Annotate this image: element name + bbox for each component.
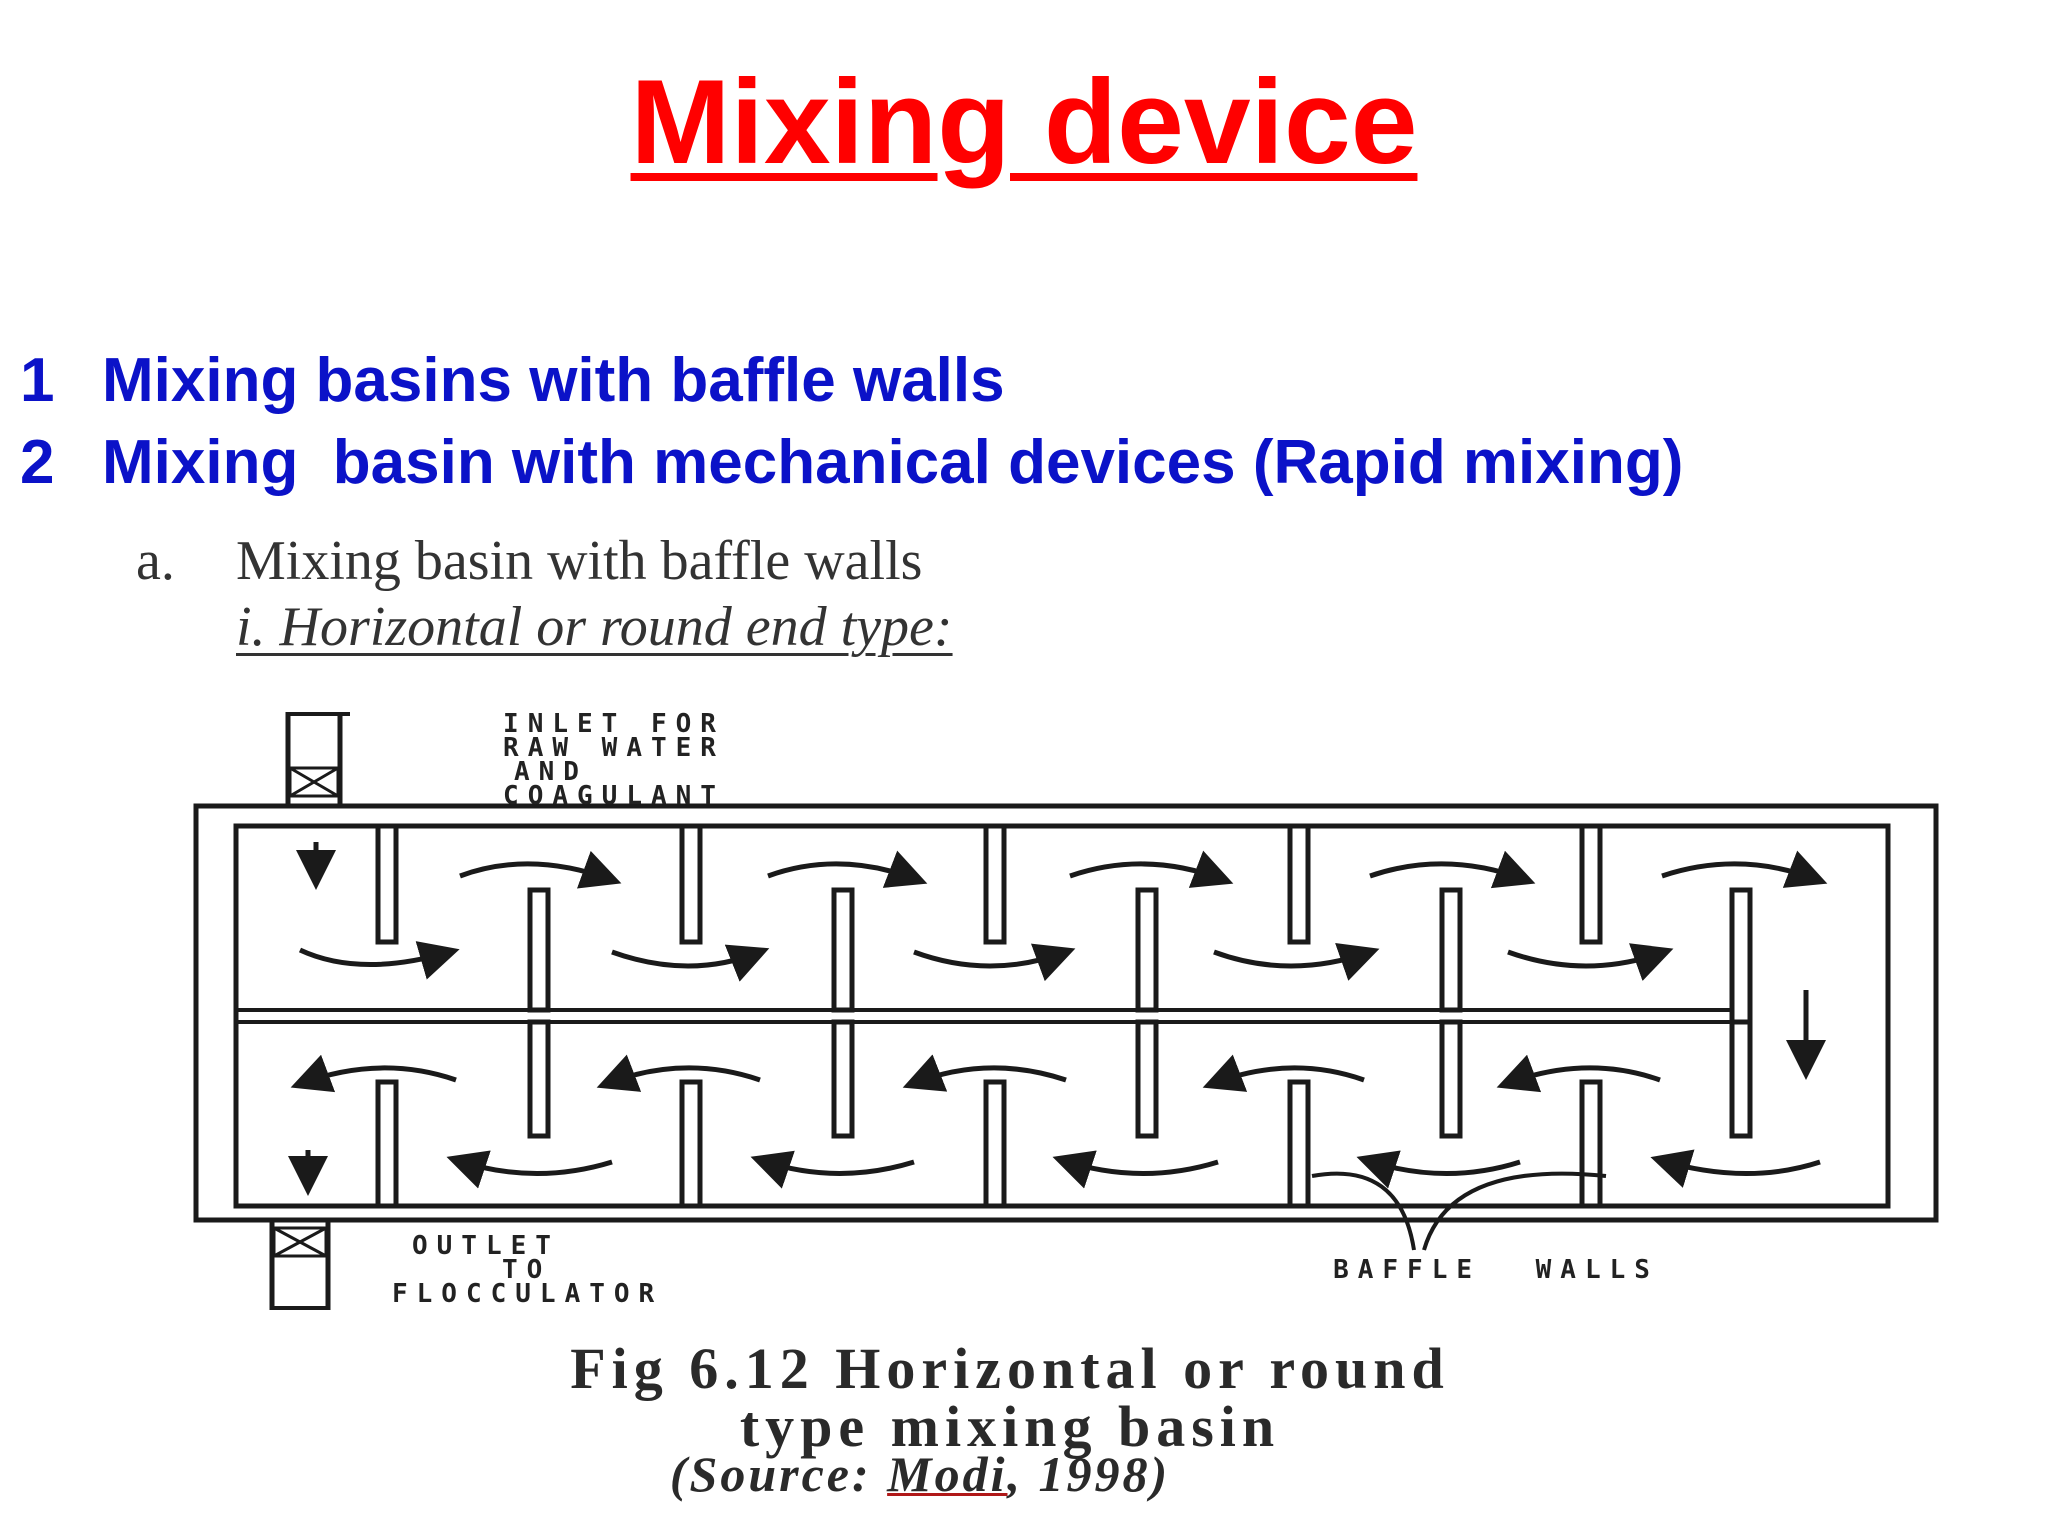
inlet-valve-icon (288, 766, 340, 798)
outlet-label-line: OUTLET (412, 1231, 560, 1261)
flow-arrow (611, 944, 770, 982)
section-title: Mixing basin with baffle walls (236, 530, 923, 592)
source-prefix: (Source: (669, 1446, 888, 1502)
baffle-wall (1729, 1019, 1753, 1139)
flow-arrow (596, 1054, 761, 1092)
baffle-wall (831, 887, 855, 1013)
outlet-label-line: TO (502, 1255, 552, 1285)
inlet-label-line: RAW WATER (503, 733, 725, 763)
flow-arrow (459, 850, 622, 889)
flow-arrow (1507, 943, 1674, 981)
baffle-wall (831, 1019, 855, 1139)
baffle-wall (375, 1079, 399, 1209)
baffle-leader-line (1311, 1171, 1416, 1251)
baffle-wall (679, 1079, 703, 1209)
inlet-label-line: AND (514, 757, 588, 787)
flow-arrow (1052, 1150, 1219, 1189)
bullet-item: 2 Mixing basin with mechanical devices (… (20, 422, 1683, 504)
figure-source: (Source: Modi, 1998) (200, 1446, 1640, 1502)
outlet-valve-icon (272, 1226, 328, 1258)
flow-arrow (1661, 850, 1828, 888)
baffle-wall (1287, 823, 1311, 945)
bullet-list: 1 Mixing basins with baffle walls 2 Mixi… (20, 340, 1683, 504)
flow-arrow (1369, 850, 1536, 889)
flow-arrow (290, 1054, 457, 1093)
inlet-label: INLET FOR RAW WATER AND COAGULANT (404, 709, 824, 811)
bullet-text: Mixing basin with mechanical devices (Ra… (102, 428, 1684, 497)
baffle-wall (1729, 887, 1753, 1029)
baffle-wall (1439, 887, 1463, 1013)
baffle-wall (1135, 1019, 1159, 1139)
section-letter: a. (136, 530, 175, 592)
flow-arrow (298, 941, 460, 980)
baffle-wall (1287, 1079, 1311, 1209)
tank-outer-wall (193, 803, 1939, 1223)
flow-arrow (1650, 1149, 1821, 1188)
source-suffix: , 1998) (1007, 1446, 1171, 1502)
bullet-number: 2 (20, 428, 55, 497)
flow-arrow (1069, 850, 1234, 888)
caption-line: Fig 6.12 Horizontal or round (570, 1336, 1450, 1401)
figure-caption: Fig 6.12 Horizontal or round type mixing… (200, 1340, 1820, 1456)
flow-arrow (767, 850, 928, 888)
flow-arrow (913, 943, 1076, 982)
baffle-wall (527, 887, 551, 1013)
baffle-wall (983, 823, 1007, 945)
figure-section-heading: a. Mixing basin with baffle walls (136, 528, 922, 594)
baffle-wall (375, 823, 399, 945)
flow-arrow (1202, 1054, 1365, 1092)
bullet-number: 1 (20, 346, 55, 415)
bullet-text: Mixing basins with baffle walls (102, 346, 1005, 415)
outlet-label-line: FLOCCULATOR (392, 1279, 664, 1309)
flow-arrow (1213, 943, 1380, 981)
caption-line: type mixing basin (739, 1394, 1281, 1459)
figure-subsection-heading: i. Horizontal or round end type: (236, 596, 953, 658)
source-author: Modi (887, 1446, 1008, 1502)
baffle-wall (1579, 823, 1603, 945)
outlet-label: OUTLET TO FLOCCULATOR (392, 1231, 852, 1309)
flow-arrow (446, 1150, 613, 1189)
flow-arrow (1356, 1150, 1521, 1189)
baffle-wall (679, 823, 703, 945)
flow-arrow (1496, 1054, 1661, 1093)
flow-arrow (750, 1150, 915, 1189)
baffle-walls-label: BAFFLE WALLS (1333, 1255, 1659, 1285)
baffle-wall (1135, 887, 1159, 1013)
baffle-leader-line (1422, 1171, 1607, 1251)
flow-arrow (902, 1054, 1067, 1092)
baffle-wall (1439, 1019, 1463, 1139)
baffle-wall (527, 1019, 551, 1139)
tank-inner-wall (233, 823, 1891, 1209)
bullet-item: 1 Mixing basins with baffle walls (20, 340, 1683, 422)
slide-title: Mixing device (630, 55, 1418, 189)
inlet-label-line: INLET FOR (503, 709, 725, 739)
baffle-wall (983, 1079, 1007, 1209)
baffle-wall (1579, 1079, 1603, 1209)
inlet-label-line: COAGULANT (503, 781, 725, 811)
